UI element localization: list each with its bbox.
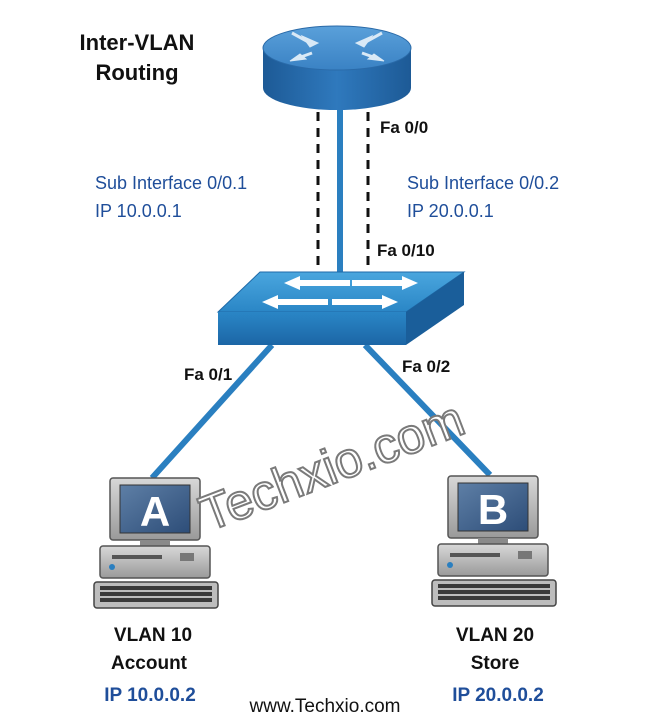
watermark: Techxio.com [192, 390, 472, 542]
link-switch-to-host-a [149, 342, 275, 481]
host-a-ip: IP 10.0.0.2 [104, 685, 196, 706]
switch-uplink-port-label: Fa 0/10 [377, 241, 435, 260]
subinterface-right-name: Sub Interface 0/0.2 [407, 173, 559, 193]
subinterface-left-name: Sub Interface 0/0.1 [95, 173, 247, 193]
link-switch-to-host-b [362, 342, 493, 478]
diagram-title-line2: Routing [95, 60, 178, 85]
switch-icon [216, 271, 466, 345]
host-b-ip: IP 20.0.0.2 [452, 685, 544, 706]
subinterface-left-ip: IP 10.0.0.1 [95, 201, 182, 221]
subinterface-right-ip: IP 20.0.0.1 [407, 201, 494, 221]
footer-url: www.Techxio.com [249, 696, 401, 717]
host-b-letter: B [478, 486, 508, 533]
host-a-computer-icon: A [93, 477, 219, 609]
router-icon [262, 25, 412, 110]
host-b-dept: Store [471, 653, 520, 674]
diagram-title-line1: Inter-VLAN [80, 30, 195, 55]
host-a-dept: Account [111, 653, 188, 674]
router-port-label: Fa 0/0 [380, 118, 428, 137]
switch-port-b-label: Fa 0/2 [402, 357, 450, 376]
host-b-computer-icon: B [431, 475, 557, 607]
host-a-vlan: VLAN 10 [114, 625, 192, 646]
host-b-vlan: VLAN 20 [456, 625, 534, 646]
switch-port-a-label: Fa 0/1 [184, 365, 232, 384]
host-a-letter: A [140, 488, 170, 535]
links [149, 110, 493, 481]
